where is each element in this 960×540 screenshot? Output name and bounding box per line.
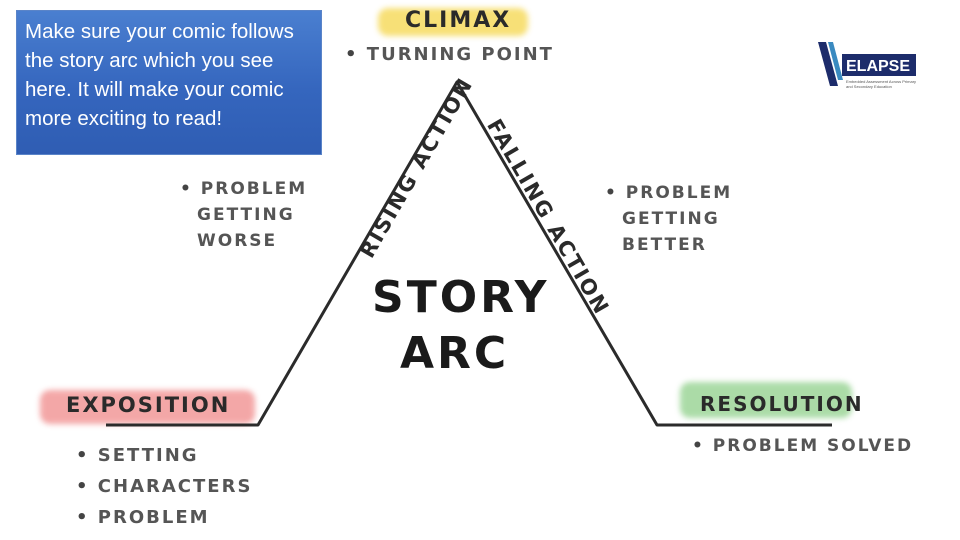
- svg-text:and Secondary Education: and Secondary Education: [846, 84, 892, 89]
- elapse-logo: ELAPSE Embedded Assessment Across Primar…: [816, 40, 918, 90]
- climax-item: • TURNING POINT: [345, 44, 554, 65]
- rising-item-line3: WORSE: [197, 231, 278, 251]
- resolution-item: • PROBLEM SOLVED: [692, 436, 913, 456]
- bullet-icon: •: [76, 476, 90, 497]
- resolution-highlight: [680, 382, 852, 418]
- svg-text:Embedded Assessment Across Pri: Embedded Assessment Across Primary: [846, 79, 916, 84]
- falling-item-line2: GETTING: [622, 209, 720, 229]
- bullet-icon: •: [180, 179, 193, 199]
- svg-text:ELAPSE: ELAPSE: [846, 58, 910, 75]
- bullet-icon: •: [345, 44, 359, 65]
- falling-item-line1: PROBLEM: [625, 183, 733, 203]
- bullet-icon: •: [692, 436, 705, 456]
- falling-item-line3: BETTER: [622, 235, 707, 255]
- exposition-item-2: CHARACTERS: [97, 476, 253, 497]
- exposition-item-3: PROBLEM: [97, 507, 210, 528]
- climax-highlight: [378, 8, 528, 36]
- exposition-label: EXPOSITION: [66, 393, 231, 417]
- rising-item-line1: PROBLEM: [200, 179, 308, 199]
- elapse-logo-mark: ELAPSE Embedded Assessment Across Primar…: [818, 42, 916, 89]
- exposition-highlight: [40, 390, 255, 424]
- climax-label: CLIMAX: [405, 8, 512, 33]
- center-title-line2: ARC: [400, 328, 510, 379]
- story-arc-line: [106, 80, 832, 427]
- resolution-label: RESOLUTION: [700, 392, 864, 416]
- bullet-icon: •: [76, 507, 90, 528]
- center-title-line1: STORY: [372, 272, 550, 323]
- rising-item: • PROBLEM GETTING WORSE: [180, 176, 307, 254]
- bullet-icon: •: [76, 445, 90, 466]
- exposition-item-1: SETTING: [97, 445, 199, 466]
- exposition-items: • SETTING • CHARACTERS • PROBLEM: [76, 440, 252, 533]
- climax-item-text: TURNING POINT: [366, 44, 554, 65]
- resolution-item-text: PROBLEM SOLVED: [712, 436, 914, 456]
- bullet-icon: •: [605, 183, 618, 203]
- rising-item-line2: GETTING: [197, 205, 295, 225]
- instruction-note: Make sure your comic follows the story a…: [16, 10, 322, 155]
- falling-item: • PROBLEM GETTING BETTER: [605, 180, 732, 258]
